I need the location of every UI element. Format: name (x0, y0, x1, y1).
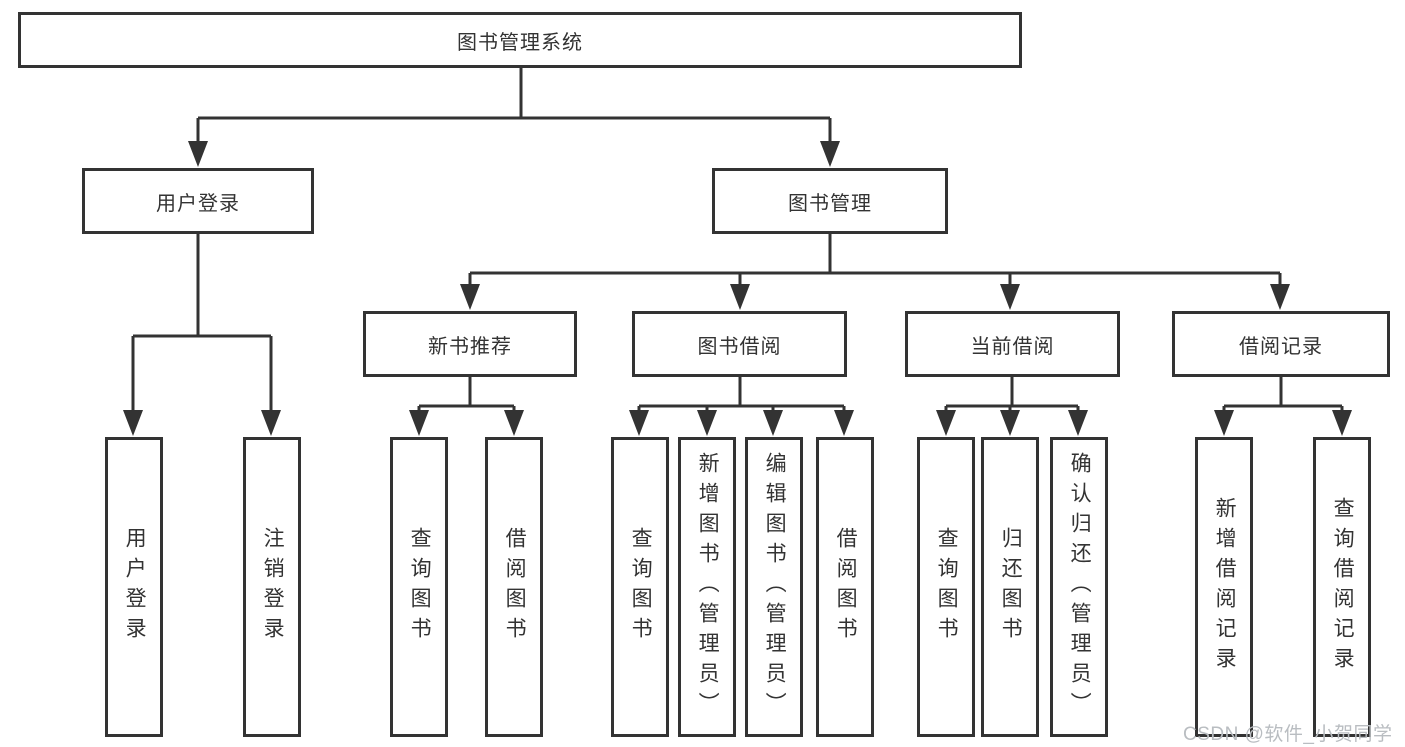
leaf-borrow-books-label: 借阅图书 (834, 527, 858, 647)
leaf-query-borrow-record-label: 查询借阅记录 (1331, 497, 1355, 677)
leaf-query-borrow-record: 查询借阅记录 (1313, 437, 1371, 737)
leaf-user-login-label: 用户登录 (123, 527, 147, 647)
node-current-borrowing: 当前借阅 (905, 311, 1120, 377)
node-borrowing-records: 借阅记录 (1172, 311, 1390, 377)
leaf-borrow-books: 借阅图书 (816, 437, 874, 737)
leaf-query-books-borrowing-label: 查询图书 (629, 527, 653, 647)
node-book-borrowing: 图书借阅 (632, 311, 847, 377)
leaf-return-books-label: 归还图书 (999, 527, 1023, 647)
leaf-user-login: 用户登录 (105, 437, 163, 737)
leaf-add-borrow-record: 新增借阅记录 (1195, 437, 1253, 737)
node-user-login: 用户登录 (82, 168, 314, 234)
leaf-edit-books-admin-label: 编辑图书（管理员） (763, 452, 787, 722)
node-library-management-system: 图书管理系统 (18, 12, 1022, 68)
leaf-query-books-current-label: 查询图书 (935, 527, 959, 647)
leaf-edit-books-admin: 编辑图书（管理员） (745, 437, 803, 737)
node-book-management: 图书管理 (712, 168, 948, 234)
leaf-return-books: 归还图书 (981, 437, 1039, 737)
leaf-logout-label: 注销登录 (261, 527, 285, 647)
leaf-borrow-books-recommend-label: 借阅图书 (503, 527, 527, 647)
leaf-query-books-current: 查询图书 (917, 437, 975, 737)
leaf-logout: 注销登录 (243, 437, 301, 737)
leaf-borrow-books-recommend: 借阅图书 (485, 437, 543, 737)
leaf-add-books-admin-label: 新增图书（管理员） (696, 452, 720, 722)
leaf-add-borrow-record-label: 新增借阅记录 (1213, 497, 1237, 677)
leaf-confirm-return-admin: 确认归还（管理员） (1050, 437, 1108, 737)
node-new-book-recommendation: 新书推荐 (363, 311, 577, 377)
leaf-query-books-recommend: 查询图书 (390, 437, 448, 737)
leaf-query-books-borrowing: 查询图书 (611, 437, 669, 737)
leaf-add-books-admin: 新增图书（管理员） (678, 437, 736, 737)
leaf-query-books-recommend-label: 查询图书 (408, 527, 432, 647)
csdn-watermark: CSDN @软件_小贺同学 (1183, 724, 1393, 745)
leaf-confirm-return-admin-label: 确认归还（管理员） (1068, 452, 1092, 722)
